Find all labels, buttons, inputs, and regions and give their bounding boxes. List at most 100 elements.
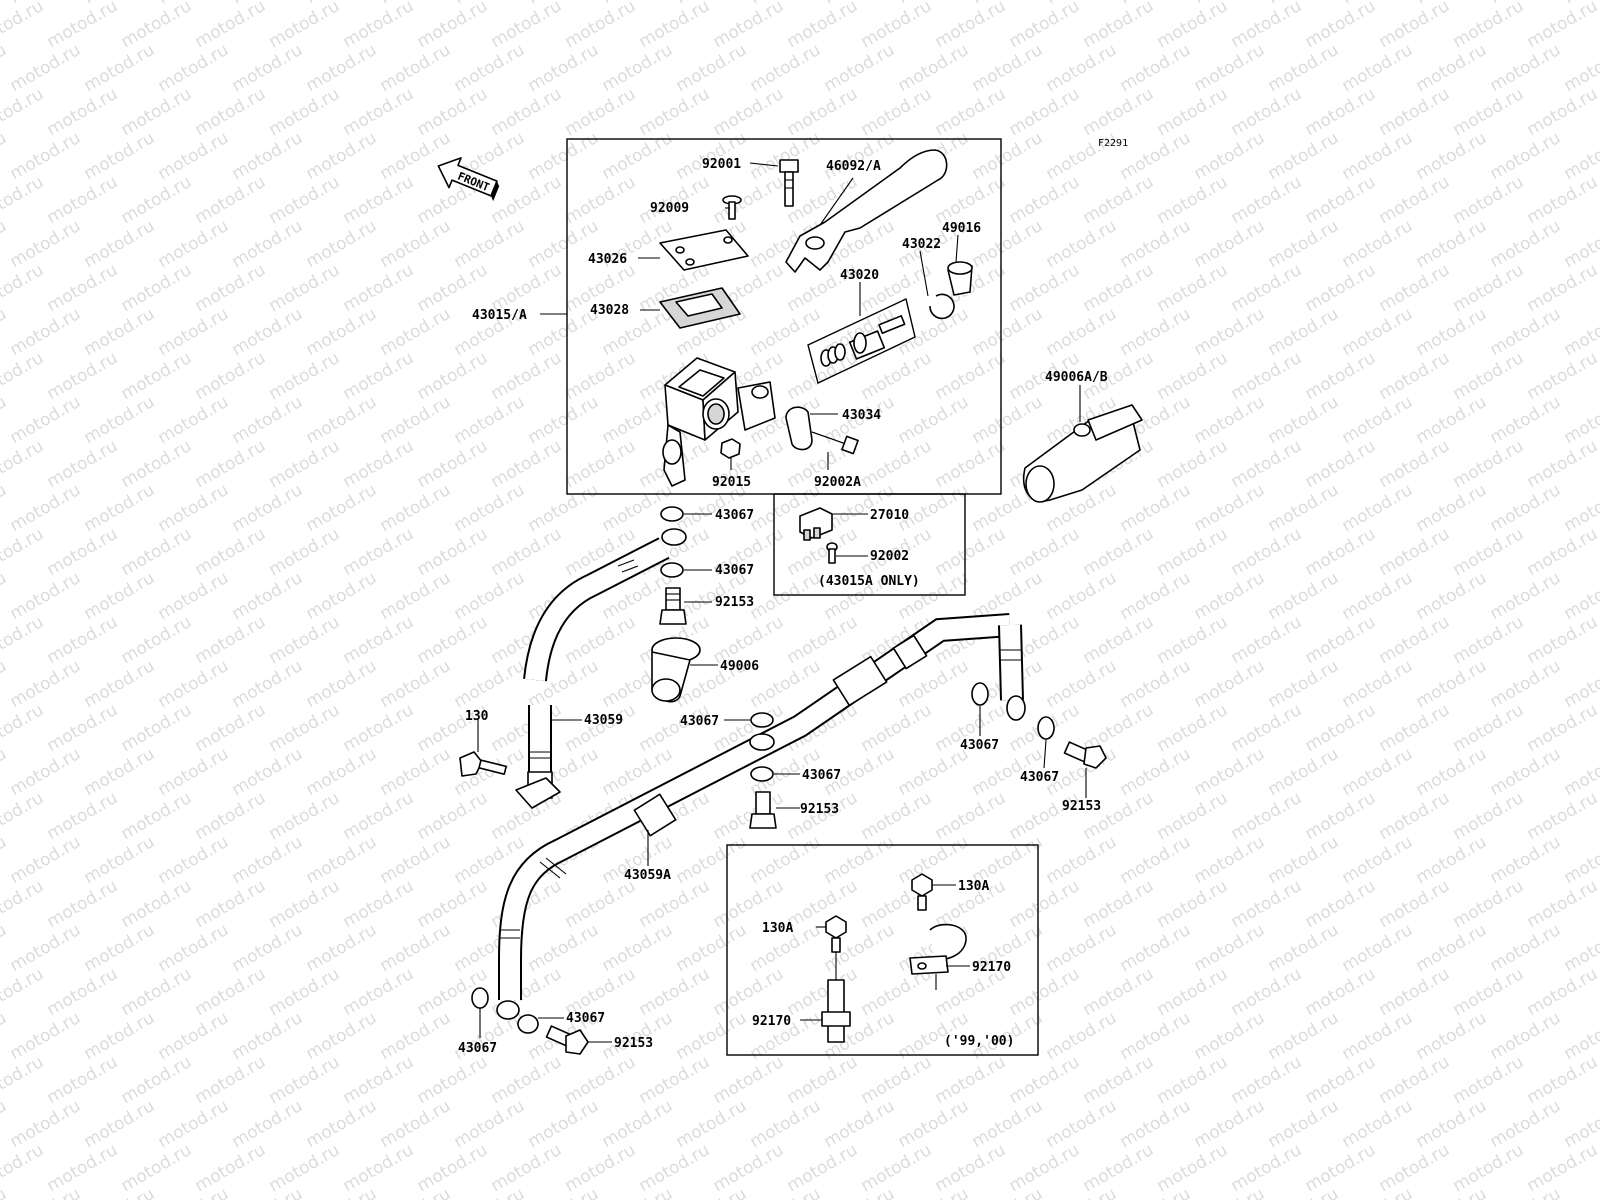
watermark-text: motod.ru xyxy=(1450,612,1528,668)
watermark-text: motod.ru xyxy=(599,128,677,184)
watermark-text: motod.ru xyxy=(1450,1140,1528,1196)
watermark-text: motod.ru xyxy=(0,656,10,712)
watermark-text: motod.ru xyxy=(7,1184,85,1200)
watermark-text: motod.ru xyxy=(7,392,85,448)
watermark-text: motod.ru xyxy=(192,1052,270,1108)
watermark-text: motod.ru xyxy=(1561,832,1600,888)
watermark-text: motod.ru xyxy=(377,656,455,712)
watermark-text: motod.ru xyxy=(377,1096,455,1152)
watermark-text: motod.ru xyxy=(414,84,492,140)
watermark-text: motod.ru xyxy=(1450,700,1528,756)
watermark-text: motod.ru xyxy=(192,260,270,316)
watermark-text: motod.ru xyxy=(932,84,1010,140)
watermark-text: motod.ru xyxy=(1376,700,1454,756)
watermark-text: motod.ru xyxy=(1154,436,1232,492)
label-92153: 92153 xyxy=(715,595,754,610)
figure-code: F2291 xyxy=(1098,138,1128,149)
watermark-text: motod.ru xyxy=(1117,1096,1195,1152)
watermark-text: motod.ru xyxy=(1043,1184,1121,1200)
watermark-text: motod.ru xyxy=(1154,260,1232,316)
watermark-text: motod.ru xyxy=(1413,1008,1491,1064)
watermark-text: motod.ru xyxy=(1450,436,1528,492)
watermark-text: motod.ru xyxy=(1302,876,1380,932)
label-92002: 92002 xyxy=(870,549,909,564)
watermark-text: motod.ru xyxy=(784,876,862,932)
watermark-text: motod.ru xyxy=(81,304,159,360)
watermark-text: motod.ru xyxy=(303,480,381,536)
watermark-text: motod.ru xyxy=(7,744,85,800)
watermark-text: motod.ru xyxy=(192,964,270,1020)
label-49006ab: 49006A/B xyxy=(1045,370,1108,385)
watermark-text: motod.ru xyxy=(1265,656,1343,712)
watermark-text: motod.ru xyxy=(1339,744,1417,800)
watermark-text: motod.ru xyxy=(377,304,455,360)
watermark-text: motod.ru xyxy=(1561,744,1600,800)
watermark-text: motod.ru xyxy=(821,128,899,184)
watermark-text: motod.ru xyxy=(0,392,10,448)
watermark-text: motod.ru xyxy=(969,1096,1047,1152)
watermark-text: motod.ru xyxy=(7,40,85,96)
watermark-text: motod.ru xyxy=(192,436,270,492)
washer-43067 xyxy=(750,766,774,782)
watermark-text: motod.ru xyxy=(1228,0,1306,52)
watermark-text: motod.ru xyxy=(1154,612,1232,668)
watermark-text: motod.ru xyxy=(377,480,455,536)
washer-43067 xyxy=(1037,716,1055,740)
watermark-text: motod.ru xyxy=(155,1008,233,1064)
watermark-text: motod.ru xyxy=(1043,920,1121,976)
watermark-text: motod.ru xyxy=(1339,392,1417,448)
watermark-text: motod.ru xyxy=(451,1096,529,1152)
watermark-text: motod.ru xyxy=(340,700,418,756)
watermark-text: motod.ru xyxy=(932,348,1010,404)
watermark-text: motod.ru xyxy=(0,128,10,184)
watermark-text: motod.ru xyxy=(0,876,47,932)
watermark-text: motod.ru xyxy=(673,1096,751,1152)
watermark-text: motod.ru xyxy=(1154,788,1232,844)
watermark-text: motod.ru xyxy=(266,348,344,404)
watermark-text: motod.ru xyxy=(784,0,862,52)
watermark-text: motod.ru xyxy=(747,832,825,888)
watermark-text: motod.ru xyxy=(1228,524,1306,580)
watermark-text: motod.ru xyxy=(1265,832,1343,888)
watermark-text: motod.ru xyxy=(1154,172,1232,228)
watermark-text: motod.ru xyxy=(81,1008,159,1064)
watermark-text: motod.ru xyxy=(932,172,1010,228)
watermark-text: motod.ru xyxy=(1561,656,1600,712)
watermark-text: motod.ru xyxy=(44,436,122,492)
watermark-text: motod.ru xyxy=(858,436,936,492)
label-92153: 92153 xyxy=(800,802,839,817)
watermark-text: motod.ru xyxy=(0,964,47,1020)
watermark-text: motod.ru xyxy=(1191,128,1269,184)
watermark-text: motod.ru xyxy=(192,876,270,932)
watermark-text: motod.ru xyxy=(636,1140,714,1196)
watermark-text: motod.ru xyxy=(0,612,47,668)
label-92009: 92009 xyxy=(650,201,689,216)
watermark-text: motod.ru xyxy=(1450,788,1528,844)
watermark-text: motod.ru xyxy=(1413,216,1491,272)
watermark-text: motod.ru xyxy=(340,876,418,932)
master-cylinder-body xyxy=(662,357,776,487)
watermark-text: motod.ru xyxy=(303,568,381,624)
watermark-text: motod.ru xyxy=(1561,40,1600,96)
piston-kit xyxy=(820,315,906,367)
label-43028: 43028 xyxy=(590,303,629,318)
watermark-text: motod.ru xyxy=(1043,1096,1121,1152)
part-labels: 92001 46092/A 92009 49016 43026 43022 43… xyxy=(458,157,1108,1056)
watermark-text: motod.ru xyxy=(155,128,233,184)
watermark-text: motod.ru xyxy=(784,1052,862,1108)
watermark-text: motod.ru xyxy=(1413,1096,1491,1152)
watermark-text: motod.ru xyxy=(1228,700,1306,756)
watermark-text: motod.ru xyxy=(1376,348,1454,404)
watermark-text: motod.ru xyxy=(562,700,640,756)
watermark-text: motod.ru xyxy=(1524,876,1600,932)
watermark-text: motod.ru xyxy=(229,1184,307,1200)
watermark-text: motod.ru xyxy=(155,480,233,536)
watermark-text: motod.ru xyxy=(1154,0,1232,52)
watermark-text: motod.ru xyxy=(1191,832,1269,888)
watermark-text: motod.ru xyxy=(155,304,233,360)
watermark-text: motod.ru xyxy=(118,348,196,404)
watermark-text: motod.ru xyxy=(0,480,10,536)
watermark-text: motod.ru xyxy=(1339,1096,1417,1152)
watermark-text: motod.ru xyxy=(599,920,677,976)
watermark-text: motod.ru xyxy=(0,788,47,844)
